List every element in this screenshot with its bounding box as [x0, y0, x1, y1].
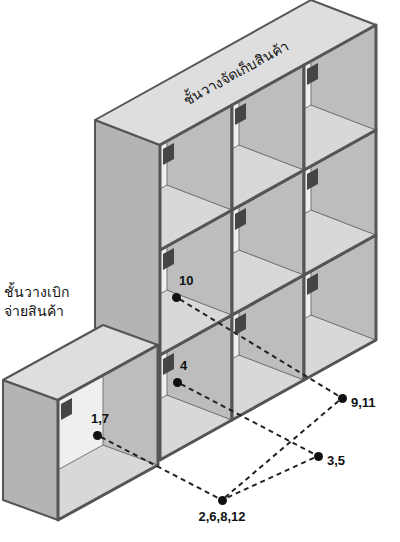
shelf-compartment — [95, 80, 232, 250]
route-line — [180, 299, 338, 395]
callout-number: 9,11 — [351, 395, 376, 410]
shelf-compartment — [167, 145, 304, 315]
shelf-compartment — [3, 325, 158, 520]
callout-number: 1,7 — [91, 411, 109, 426]
route-point: 4 — [173, 378, 182, 387]
route-point: 3,5 — [314, 452, 323, 461]
shelf-compartment — [239, 210, 376, 380]
shelf-compartment — [239, 0, 376, 170]
callout-number: 2,6,8,12 — [199, 509, 246, 524]
rack-side-panel — [3, 380, 58, 520]
shelf-compartment — [239, 105, 376, 275]
callout-number: 3,5 — [327, 453, 345, 468]
shelf-compartment — [167, 250, 304, 420]
route-line — [226, 458, 314, 498]
callout-number: 10 — [179, 273, 193, 288]
route-point: 1,7 — [93, 431, 102, 440]
route-point: 2,6,8,12 — [218, 496, 227, 505]
route-point: 10 — [172, 293, 181, 302]
route-line — [101, 437, 218, 498]
callout-number: 4 — [180, 358, 187, 373]
route-line — [181, 384, 314, 454]
route-line — [225, 401, 338, 497]
rack-name: ชั้นวางจัดเก็บสินค้า — [180, 36, 292, 110]
shelf-name: ชั้นวางเบิก จ่ายสินค้า — [4, 283, 96, 321]
route-point: 9,11 — [338, 394, 347, 403]
